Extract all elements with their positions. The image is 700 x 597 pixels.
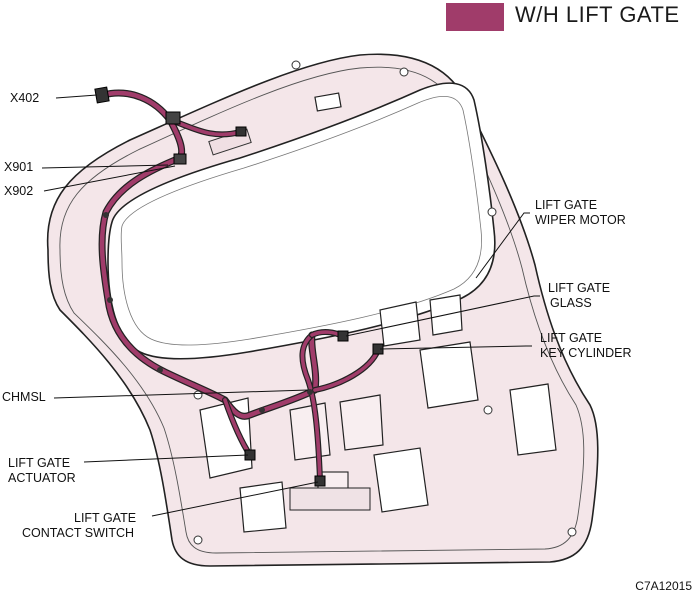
- leader-actuator: [83, 454, 249, 463]
- leader-glass: [345, 295, 540, 337]
- lift-gate-inner-edge: [59, 66, 585, 554]
- spoiler-slot: [314, 92, 342, 112]
- panel-cutout: [239, 481, 287, 533]
- x902-connector: [173, 153, 187, 165]
- panel-cutout: [373, 447, 429, 513]
- figure-code: C7A12015: [635, 579, 692, 593]
- harness-clip: [107, 297, 113, 303]
- label-actuator: LIFT GATE ACTUATOR: [8, 456, 76, 485]
- mount-hole: [567, 527, 577, 537]
- leader-x902: [43, 165, 176, 192]
- leader-wiper-motor: [475, 212, 530, 279]
- leader-key-cylinder: [379, 345, 532, 350]
- label-x901: X901: [4, 160, 34, 174]
- panel-cutout: [509, 383, 557, 456]
- x901-connector: [165, 111, 181, 125]
- leader-contact-switch: [151, 481, 319, 517]
- panel-cutout: [339, 394, 384, 451]
- glass-inner-rim: [120, 96, 482, 346]
- harness-clip: [259, 407, 265, 413]
- label-glass: LIFT GATE GLASS: [548, 281, 611, 310]
- label-x402: X402: [10, 91, 40, 105]
- label-wiper-motor: LIFT GATE WIPER MOTOR: [535, 198, 626, 227]
- harness-clip: [103, 212, 109, 218]
- label-contact-switch: LIFT GATE CONTACT SWITCH: [22, 511, 137, 540]
- label-key-cylinder: LIFT GATE KEY CYLINDER: [540, 331, 632, 360]
- mount-hole: [399, 67, 409, 77]
- chmsl-clip: [307, 389, 313, 395]
- mount-hole: [291, 60, 301, 70]
- leader-chmsl: [53, 389, 309, 399]
- leader-x901: [41, 164, 169, 169]
- x402-connector: [94, 86, 110, 104]
- label-x902: X902: [4, 184, 34, 198]
- label-chmsl: CHMSL: [2, 390, 46, 404]
- harness-clip: [157, 367, 163, 373]
- contact-switch-connector: [314, 475, 326, 487]
- mount-hole: [193, 535, 203, 545]
- leader-lines: [41, 94, 540, 517]
- legend-title: W/H LIFT GATE: [515, 2, 680, 27]
- latch-plate: [289, 487, 371, 511]
- wiper-motor-connector: [235, 126, 247, 137]
- panel-cutout: [419, 341, 479, 409]
- panel-cutout: [289, 402, 331, 461]
- mount-hole: [483, 405, 493, 415]
- leader-x402: [55, 94, 98, 99]
- mount-hole: [487, 207, 497, 217]
- legend-swatch: [446, 3, 504, 31]
